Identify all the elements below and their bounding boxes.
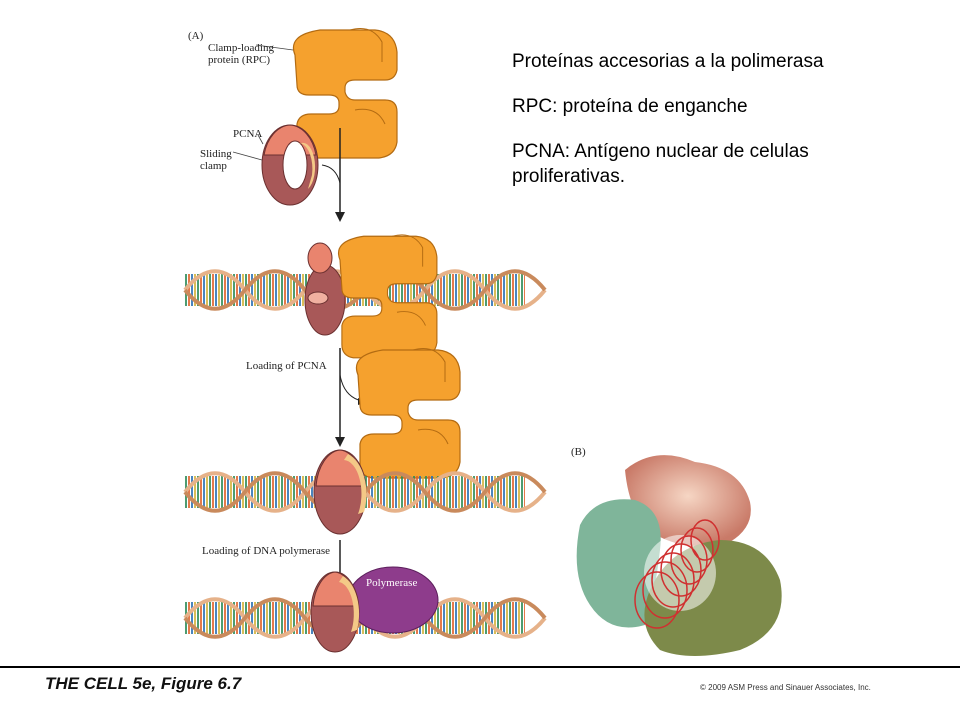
down-arrow-icon [321,128,345,222]
footer-divider [0,666,960,668]
loading-pcna-label: Loading of PCNA [246,360,327,372]
rpc-leader-line [255,44,294,51]
pcna-sliding-clamp [261,124,319,206]
note-pcna-line1: PCNA: Antígeno nuclear de celulas [512,141,809,162]
loading-polymerase-label: Loading of DNA polymerase [202,545,330,557]
pcna-with-polymerase [310,571,360,653]
clamp-leader-line [232,151,263,161]
pcna-crystal-structure [576,455,782,656]
figure-caption: THE CELL 5e, Figure 6.7 [45,674,242,693]
polymerase-label: Polymerase [366,577,418,589]
pcna-label: PCNA [233,128,263,140]
clamp-loader-label-line1: Clamp-loading [208,42,274,54]
rpc-pcna-complex [304,234,438,359]
pcna-leader-line [257,134,264,145]
sliding-clamp-label-line1: Sliding [200,148,232,160]
clamp-loader-label-line2: protein (RPC) [208,54,271,66]
sliding-clamp-label-line2: clamp [200,160,227,172]
note-pcna-line2: proliferativas. [512,166,625,187]
panel-a-label: (A) [188,30,204,42]
copyright-notice: © 2009 ASM Press and Sinauer Associates,… [700,683,871,692]
pcna-on-dna [313,449,367,535]
note-accessory-proteins: Proteínas accesorias a la polimerasa [512,51,824,72]
panel-b-label: (B) [571,446,586,458]
released-rpc [355,347,461,479]
note-rpc: RPC: proteína de enganche [512,96,748,117]
